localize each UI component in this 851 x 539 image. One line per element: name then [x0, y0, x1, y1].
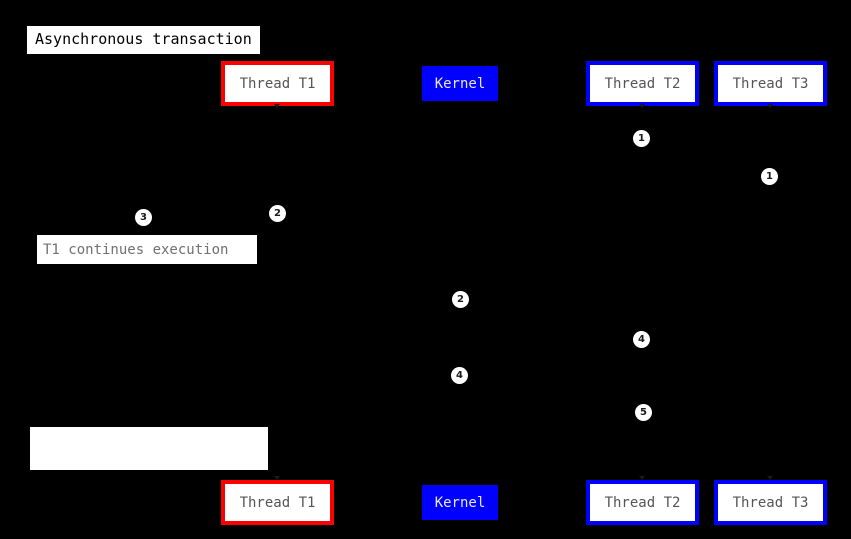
lifeline-header-t1-label: Thread T1 [239, 75, 316, 92]
empty-white-block [30, 427, 268, 470]
lifeline-footer-t3[interactable]: Thread T3 [714, 480, 827, 525]
diagram-title: Asynchronous transaction [27, 26, 260, 54]
lifeline-footer-kernel[interactable]: Kernel [422, 485, 498, 520]
lifeline-header-t2[interactable]: Thread T2 [586, 61, 699, 106]
step-badge-2-t1: 2 [269, 205, 286, 222]
lifeline-footer-t1-label: Thread T1 [239, 494, 316, 511]
step-badge-3-left: 3 [135, 209, 152, 226]
arrow-head-t2-bottom [639, 476, 645, 480]
arrow-head-t3-top [767, 104, 773, 108]
note-text: T1 continues execution [43, 241, 229, 258]
lifeline-header-kernel-label: Kernel [434, 75, 486, 92]
lifeline-header-t3[interactable]: Thread T3 [714, 61, 827, 106]
step-badge-5-t2: 5 [635, 404, 652, 421]
step-badge-4-t2: 4 [633, 331, 650, 348]
lifeline-footer-t2[interactable]: Thread T2 [586, 480, 699, 525]
lifeline-footer-t2-label: Thread T2 [604, 494, 681, 511]
step-badge-1-t2: 1 [633, 130, 650, 147]
lifeline-t3 [770, 106, 771, 480]
note-t1-continues-execution: T1 continues execution [37, 235, 257, 264]
lifeline-t1 [277, 106, 278, 480]
arrow-head-t2-top [639, 104, 645, 108]
lifeline-header-t2-label: Thread T2 [604, 75, 681, 92]
arrow-head-t3-bottom [767, 476, 773, 480]
lifeline-t2 [642, 106, 643, 480]
lifeline-footer-t1[interactable]: Thread T1 [221, 480, 334, 525]
arrow-head-t1-top [274, 104, 280, 108]
arrow-head-t1-bottom [274, 476, 280, 480]
step-badge-1-t3: 1 [761, 168, 778, 185]
step-badge-2-kernel: 2 [452, 291, 469, 308]
step-badge-4-kernel: 4 [451, 367, 468, 384]
lifeline-footer-t3-label: Thread T3 [732, 494, 809, 511]
lifeline-header-kernel[interactable]: Kernel [422, 66, 498, 101]
lifeline-footer-kernel-label: Kernel [434, 494, 486, 511]
lifeline-header-t3-label: Thread T3 [732, 75, 809, 92]
lifeline-header-t1[interactable]: Thread T1 [221, 61, 334, 106]
